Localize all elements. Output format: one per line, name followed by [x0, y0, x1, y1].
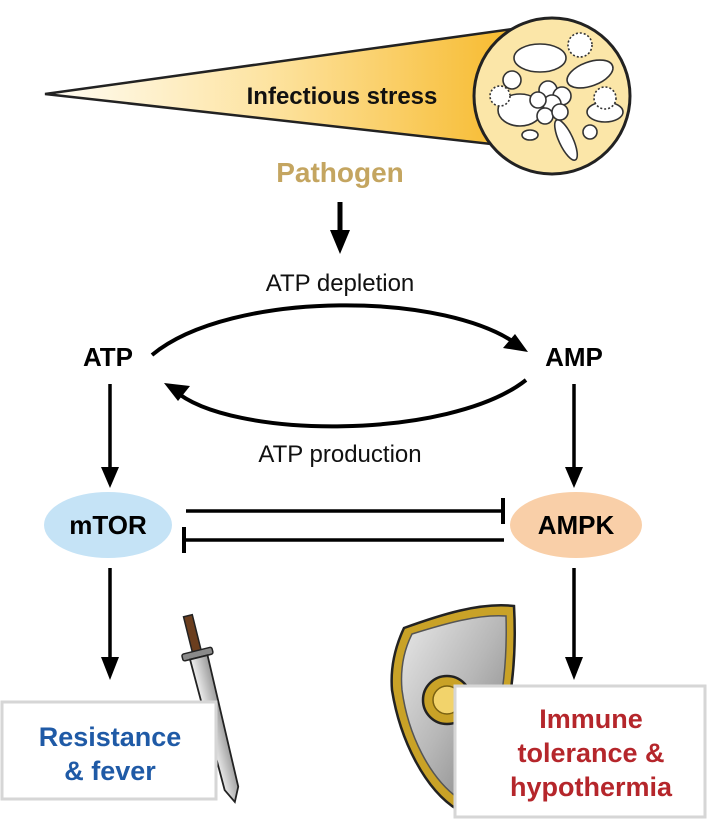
mtor-node: mTOR [44, 492, 172, 558]
tolerance-box [453, 684, 707, 819]
tolerance-line1: Immune [539, 704, 643, 734]
infectious-stress-label: Infectious stress [247, 83, 438, 110]
pathogen-cluster-icon [489, 32, 624, 161]
atp-production-arrowhead [164, 383, 190, 401]
resistance-line2: & fever [64, 756, 156, 786]
tolerance-outcome: Immune tolerance & hypothermia [453, 684, 707, 819]
tolerance-line2: tolerance & [517, 738, 664, 768]
ampk-inhibits-mtor [182, 527, 504, 553]
ampk-node: AMPK [510, 492, 642, 558]
ampk-to-tolerance-arrow [565, 568, 583, 680]
tolerance-line3: hypothermia [510, 772, 673, 802]
pathogen-label: Pathogen [276, 157, 404, 188]
atp-depletion-arrow [150, 303, 524, 357]
mtor-label: mTOR [69, 510, 147, 540]
ampk-label: AMPK [538, 510, 615, 540]
amp-node: AMP [545, 342, 603, 372]
amp-to-ampk-arrow [565, 384, 583, 488]
infectious-stress-banner: Infectious stress [44, 26, 547, 152]
resistance-box [0, 700, 218, 801]
atp-production-arrow [172, 378, 528, 429]
resistance-line1: Resistance [39, 722, 182, 752]
atp-node: ATP [83, 342, 133, 372]
atp-to-mtor-arrow [101, 384, 119, 488]
atp-depletion-label: ATP depletion [266, 270, 415, 297]
pathogen-arrow [330, 202, 350, 254]
atp-depletion-arrowhead [503, 334, 528, 352]
mtor-inhibits-ampk [186, 498, 505, 524]
pathogen-circle [472, 16, 632, 176]
mtor-to-resistance-arrow [101, 568, 119, 680]
resistance-outcome: Resistance & fever [0, 700, 218, 801]
atp-production-label: ATP production [258, 441, 421, 468]
